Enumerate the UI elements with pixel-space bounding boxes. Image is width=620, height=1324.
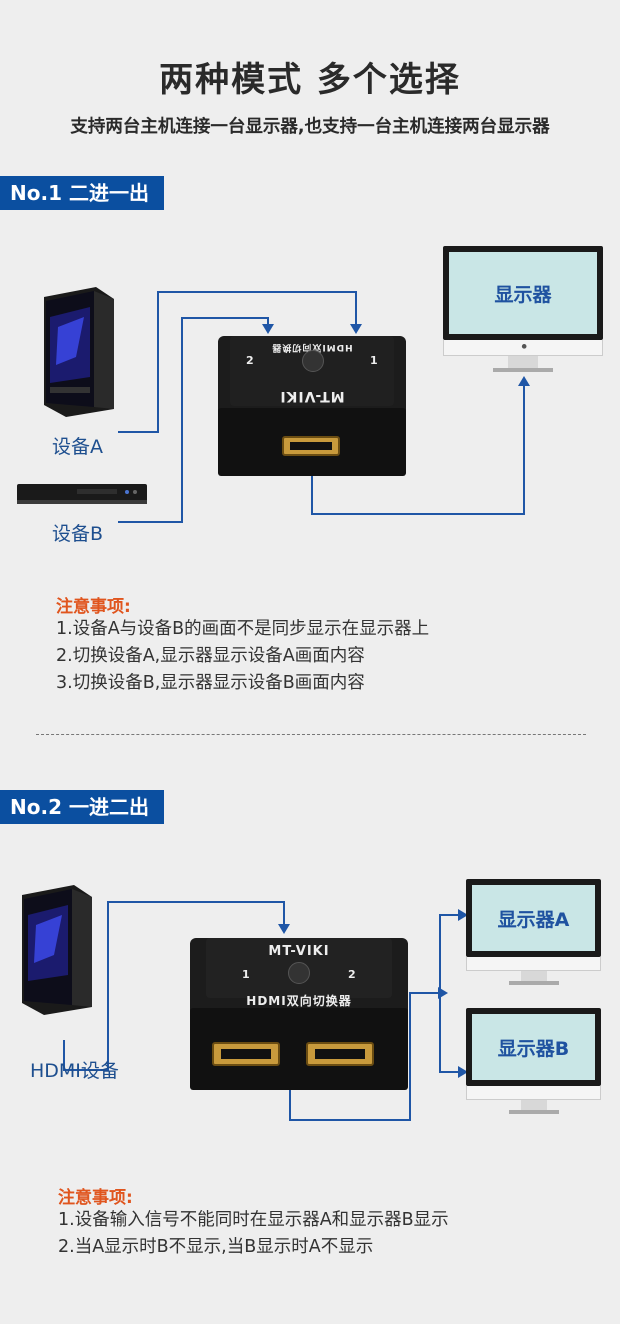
- monitor-display: 显示器 ⚫: [443, 246, 603, 376]
- computer-tower-icon: [14, 885, 94, 1015]
- hdmi-switch-device: MT-VIKI 1 2 HDMI双向切换器: [190, 938, 408, 1090]
- monitor-screen-label: 显示器: [443, 246, 603, 340]
- media-player-icon: [17, 480, 147, 506]
- hdmi-port-icon: [306, 1042, 374, 1066]
- monitor-a-label: 显示器A: [466, 879, 601, 957]
- mode1-connection-lines: [118, 291, 530, 523]
- section-divider: [36, 734, 586, 735]
- monitor-b-display: 显示器B: [466, 1008, 601, 1120]
- hdmi-device-label: HDMI设备: [30, 1060, 119, 1082]
- switch-button: [288, 962, 310, 984]
- hdmi-switch-device: HDMI双向切换器 2 1 MT-VIKI: [218, 336, 406, 476]
- mode2-notes-title: 注意事项:: [58, 1188, 133, 1208]
- mode2-note-1: 1.设备输入信号不能同时在显示器A和显示器B显示: [58, 1210, 449, 1230]
- mode2-note-2: 2.当A显示时B不显示,当B显示时A不显示: [58, 1237, 374, 1257]
- mode1-note-2: 2.切换设备A,显示器显示设备A画面内容: [56, 646, 365, 666]
- mode1-badge: No.1 二进一出: [0, 176, 164, 210]
- monitor-b-label: 显示器B: [466, 1008, 601, 1086]
- hdmi-port-icon: [282, 436, 340, 456]
- computer-tower-icon: [36, 287, 116, 417]
- switch-brand-text: MT-VIKI: [268, 944, 330, 959]
- switch-port2-label: 2: [348, 968, 357, 981]
- mode1-notes-title: 注意事项:: [56, 597, 131, 617]
- device-b-label: 设备B: [52, 523, 104, 545]
- page-subtitle: 支持两台主机连接一台显示器,也支持一台主机连接两台显示器: [70, 117, 550, 137]
- switch-port1-label: 1: [370, 354, 379, 367]
- mode2-badge: No.2 一进二出: [0, 790, 164, 824]
- switch-port2-label: 2: [246, 354, 255, 367]
- mode1-note-1: 1.设备A与设备B的画面不是同步显示在显示器上: [56, 619, 430, 639]
- page-title: 两种模式 多个选择: [159, 60, 461, 100]
- device-a-label: 设备A: [52, 436, 103, 458]
- monitor-a-display: 显示器A: [466, 879, 601, 991]
- switch-brand-text: MT-VIKI: [279, 388, 345, 404]
- switch-model-text: HDMI双向切换器: [246, 994, 352, 1008]
- switch-button: [302, 350, 324, 372]
- hdmi-port-icon: [212, 1042, 280, 1066]
- mode1-note-3: 3.切换设备B,显示器显示设备B画面内容: [56, 673, 365, 693]
- mode2-connection-lines: [63, 901, 468, 1121]
- switch-port1-label: 1: [242, 968, 251, 981]
